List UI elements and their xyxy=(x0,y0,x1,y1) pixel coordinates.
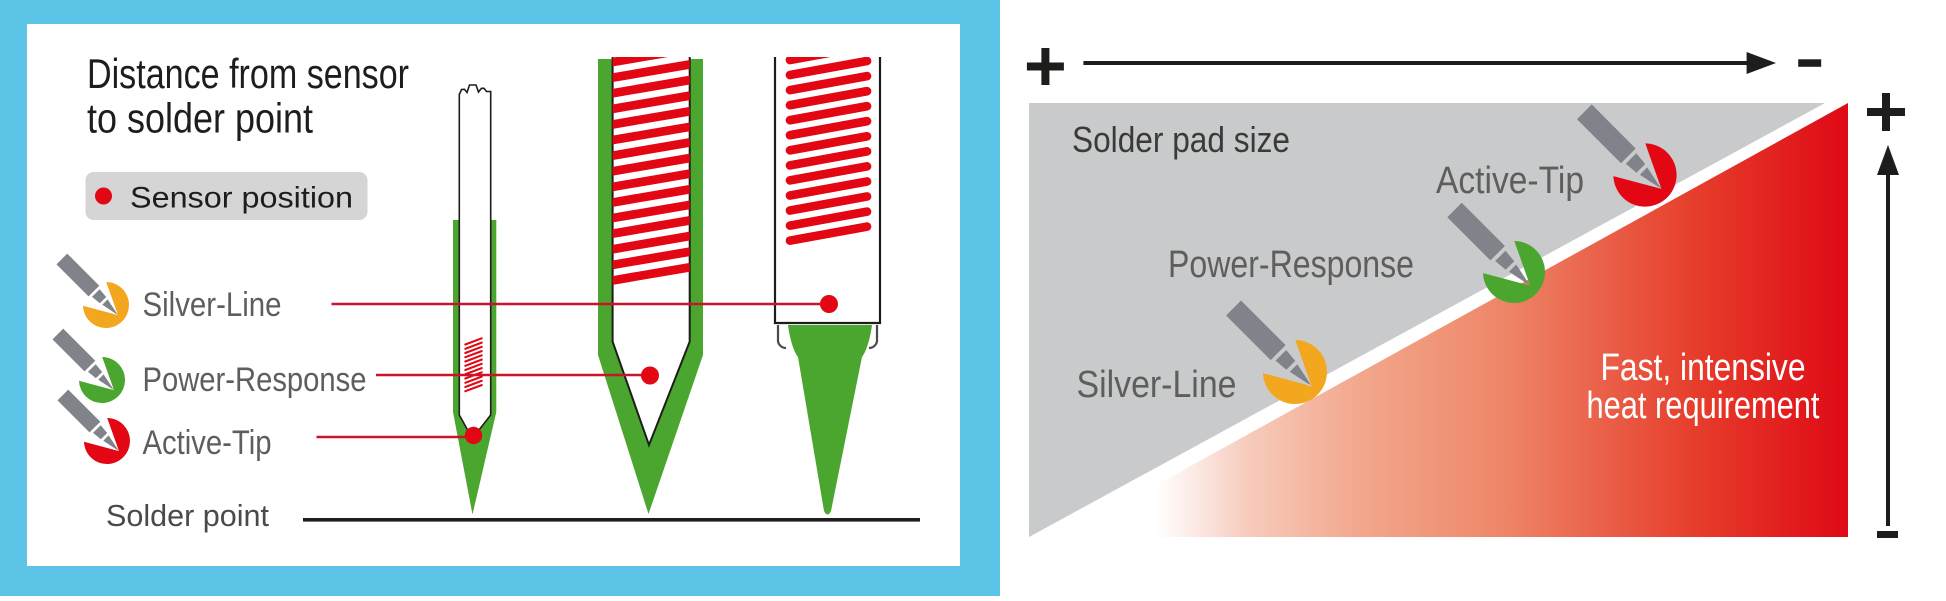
svg-text:to solder point: to solder point xyxy=(87,95,313,142)
svg-text:Power-Response: Power-Response xyxy=(143,361,367,399)
svg-text:Active-Tip: Active-Tip xyxy=(1436,160,1584,202)
svg-text:Silver-Line: Silver-Line xyxy=(143,286,282,324)
svg-text:Solder pad size: Solder pad size xyxy=(1072,119,1290,160)
svg-text:heat requirement: heat requirement xyxy=(1587,385,1820,427)
svg-text:Sensor position: Sensor position xyxy=(130,182,353,215)
svg-text:Silver-Line: Silver-Line xyxy=(1077,364,1237,406)
svg-text:Solder point: Solder point xyxy=(106,498,269,533)
svg-text:Fast, intensive: Fast, intensive xyxy=(1601,347,1806,389)
svg-text:Distance from sensor: Distance from sensor xyxy=(87,50,409,97)
svg-text:Active-Tip: Active-Tip xyxy=(143,424,272,462)
svg-text:Power-Response: Power-Response xyxy=(1168,244,1414,286)
